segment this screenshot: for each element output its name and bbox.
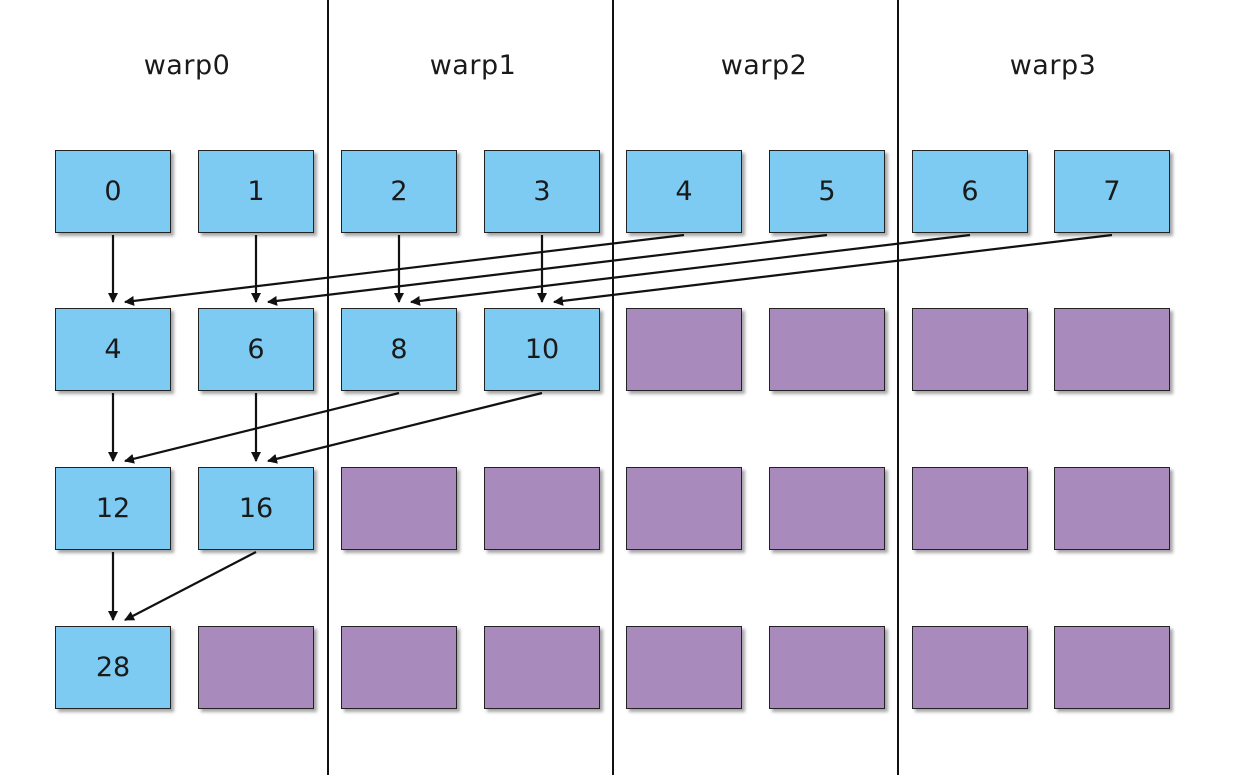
arrow-r0c4-to-r1c0 — [124, 233, 685, 306]
arrow-r1c3-to-r2c1 — [267, 391, 543, 464]
cell-r3-c3 — [484, 626, 600, 709]
cell-r3-c0: 28 — [55, 626, 171, 709]
cell-r2-c4 — [626, 467, 742, 550]
arrow-r0c6-to-r1c2 — [410, 233, 971, 306]
cell-r1-c7 — [1054, 308, 1170, 391]
cell-r0-c2: 2 — [341, 150, 457, 233]
cell-r3-c4 — [626, 626, 742, 709]
cell-r2-c2 — [341, 467, 457, 550]
cell-r1-c4 — [626, 308, 742, 391]
cell-r3-c5 — [769, 626, 885, 709]
cell-r1-c2: 8 — [341, 308, 457, 391]
arrow-r1c2-to-r2c0 — [124, 391, 400, 464]
warp-divider-1 — [327, 0, 329, 775]
cell-r3-c7 — [1054, 626, 1170, 709]
warp-label-2: warp2 — [720, 50, 808, 81]
cell-r1-c0: 4 — [55, 308, 171, 391]
warp-divider-2 — [612, 0, 614, 775]
cell-r2-c7 — [1054, 467, 1170, 550]
cell-r3-c2 — [341, 626, 457, 709]
cell-r0-c1: 1 — [198, 150, 314, 233]
cell-r0-c5: 5 — [769, 150, 885, 233]
warp-label-0: warp0 — [143, 50, 231, 81]
cell-r3-c1 — [198, 626, 314, 709]
warp-divider-3 — [897, 0, 899, 775]
cell-r1-c3: 10 — [484, 308, 600, 391]
cell-r0-c4: 4 — [626, 150, 742, 233]
cell-r2-c0: 12 — [55, 467, 171, 550]
cell-r2-c1: 16 — [198, 467, 314, 550]
cell-r1-c6 — [912, 308, 1028, 391]
cell-r1-c5 — [769, 308, 885, 391]
arrow-r2c1-to-r3c0 — [124, 551, 257, 621]
cell-r1-c1: 6 — [198, 308, 314, 391]
cell-r0-c3: 3 — [484, 150, 600, 233]
arrow-r0c5-to-r1c1 — [267, 233, 828, 306]
warp-label-3: warp3 — [1009, 50, 1097, 81]
cell-r0-c7: 7 — [1054, 150, 1170, 233]
cell-r2-c5 — [769, 467, 885, 550]
arrow-r0c7-to-r1c3 — [553, 233, 1113, 306]
warp-label-1: warp1 — [429, 50, 517, 81]
cell-r0-c6: 6 — [912, 150, 1028, 233]
cell-r0-c0: 0 — [55, 150, 171, 233]
cell-r2-c6 — [912, 467, 1028, 550]
cell-r3-c6 — [912, 626, 1028, 709]
cell-r2-c3 — [484, 467, 600, 550]
